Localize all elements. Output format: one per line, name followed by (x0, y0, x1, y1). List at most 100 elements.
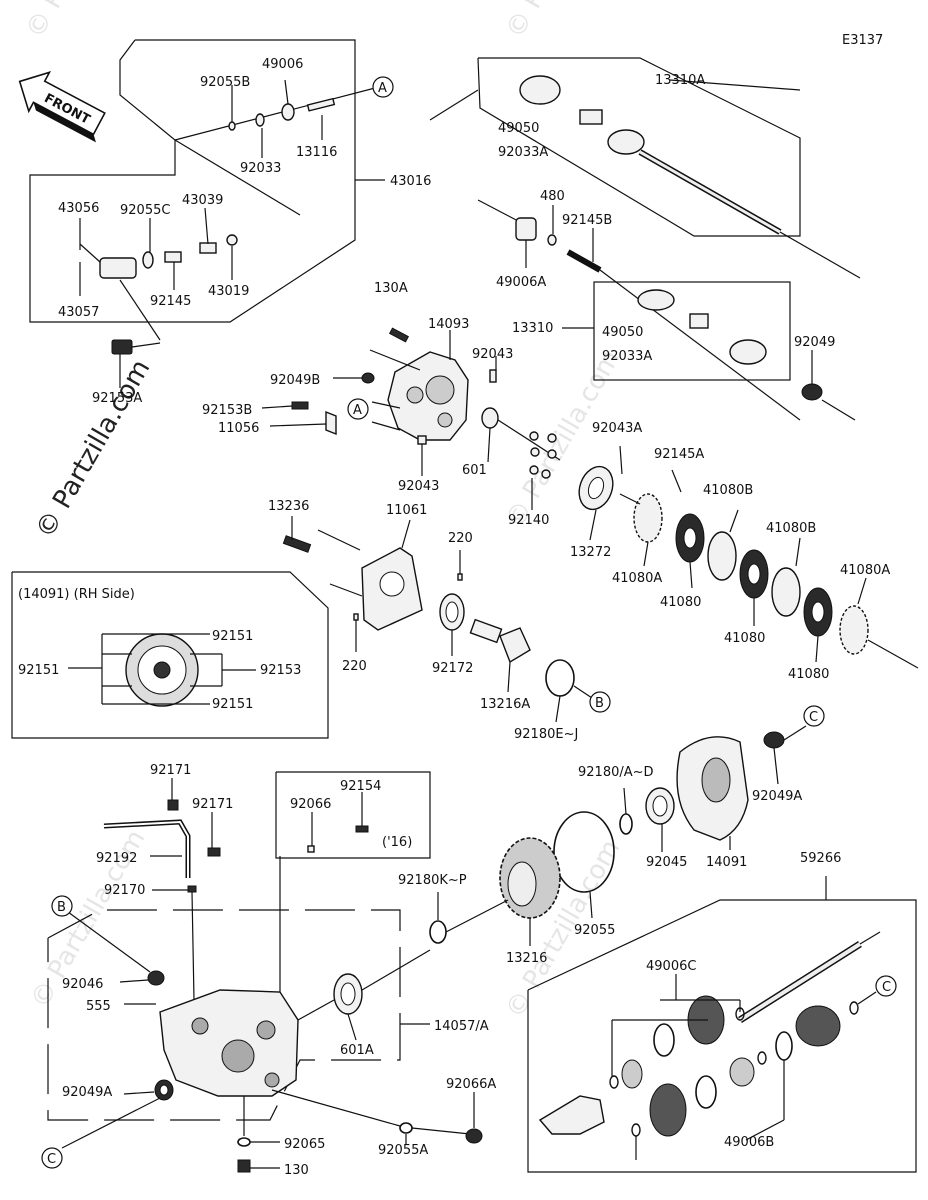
label-11061: 11061 (386, 503, 427, 518)
ref-circle-C-housing (41, 1147, 63, 1169)
label-92065: 92065 (284, 1137, 325, 1152)
label-13310A: 13310A (655, 73, 705, 88)
ring-gear-13216 (429, 837, 561, 946)
label-92033A-a: 92033A (498, 145, 548, 160)
label-92151-a: 92151 (212, 629, 253, 644)
label-13116: 13116 (296, 145, 337, 160)
label-92151-c: 92151 (212, 697, 253, 712)
label-92049A-2: 92049A (62, 1085, 112, 1100)
label-92045: 92045 (646, 855, 687, 870)
label-11056: 11056 (218, 421, 259, 436)
label-41080A-1: 41080A (612, 571, 662, 586)
ref-B-label: B (595, 696, 604, 711)
ref-circle-B (589, 691, 611, 713)
ref-circle-B-housing (51, 895, 73, 917)
label-92151-b: 92151 (18, 663, 59, 678)
ref-A-case-label: A (353, 403, 362, 418)
label-13272: 13272 (570, 545, 611, 560)
watermark-faint: © Partzilla.com (500, 345, 626, 534)
differential-housing-14057 (47, 909, 483, 1173)
label-14057-A: 14057/A (434, 1019, 489, 1034)
inset-title: (14091) (RH Side) (18, 587, 135, 602)
label-555: 555 (86, 999, 111, 1014)
label-601A: 601A (340, 1043, 374, 1058)
label-92043A: 92043A (592, 421, 642, 436)
label-92153: 92153 (260, 663, 301, 678)
label-92154: 92154 (340, 779, 381, 794)
label-601: 601 (462, 463, 487, 478)
label-41080-b: 41080 (724, 631, 765, 646)
label-92055C: 92055C (120, 203, 170, 218)
label-220-b: 220 (342, 659, 367, 674)
breather-hose-parts (103, 778, 221, 1001)
label-92153B: 92153B (202, 403, 252, 418)
watermark: © Partzilla.com (30, 355, 156, 544)
label-41080B-1: 41080B (703, 483, 753, 498)
propeller-shaft-13310A (429, 57, 861, 279)
label-92180A-D: 92180/A~D (578, 765, 654, 780)
label-92043-b: 92043 (398, 479, 439, 494)
label-49050-a: 49050 (498, 121, 539, 136)
label-92153A: 92153A (92, 391, 142, 406)
drive-shaft-59266 (527, 876, 917, 1173)
label-92171-b: 92171 (192, 797, 233, 812)
label-92043-a: 92043 (472, 347, 513, 362)
label-49006B: 49006B (724, 1135, 774, 1150)
label-13236: 13236 (268, 499, 309, 514)
diagram-code: E3137 (842, 33, 883, 48)
ref-B-housing-label: B (57, 900, 66, 915)
ref-C-housing-label: C (47, 1152, 56, 1167)
shaft-coupling-parts (477, 199, 801, 421)
label-130: 130 (284, 1163, 309, 1178)
label-13216A: 13216A (480, 697, 530, 712)
label-92066A: 92066A (446, 1077, 496, 1092)
pinion-gear-parts (439, 593, 593, 723)
cover-11061 (282, 516, 463, 652)
label-41080-c: 41080 (788, 667, 829, 682)
label-92049B: 92049B (270, 373, 320, 388)
upper-shaft-parts (174, 79, 376, 158)
label-92180K-P: 92180K~P (398, 873, 467, 888)
universal-joint-13310 (562, 281, 856, 421)
label-41080-a: 41080 (660, 595, 701, 610)
label-43039: 43039 (182, 193, 223, 208)
label-130A: 130A (374, 281, 408, 296)
label-13216: 13216 (506, 951, 547, 966)
label-92055B: 92055B (200, 75, 250, 90)
gear-case-14093 (261, 327, 561, 476)
inset-14091-rh-side (11, 571, 329, 739)
label-92049A-1: 92049A (752, 789, 802, 804)
year-note: ('16) (382, 835, 412, 850)
label-92192: 92192 (96, 851, 137, 866)
ref-C-top-label: C (809, 710, 818, 725)
label-43019: 43019 (208, 284, 249, 299)
ref-circle-C-top (803, 705, 825, 727)
label-480: 480 (540, 189, 565, 204)
label-49006A: 49006A (496, 275, 546, 290)
label-92145: 92145 (150, 294, 191, 309)
label-92055: 92055 (574, 923, 615, 938)
label-43057: 43057 (58, 305, 99, 320)
label-92171-a: 92171 (150, 763, 191, 778)
label-41080B-2: 41080B (766, 521, 816, 536)
label-92140: 92140 (508, 513, 549, 528)
label-92033A-b: 92033A (602, 349, 652, 364)
ref-circle-A-case (347, 398, 369, 420)
label-92180E-J: 92180E~J (514, 727, 578, 742)
label-14091: 14091 (706, 855, 747, 870)
group-43016-outline (29, 39, 385, 323)
clutch-pack (578, 445, 919, 669)
label-43056: 43056 (58, 201, 99, 216)
label-92170: 92170 (104, 883, 145, 898)
ref-circle-A (372, 76, 394, 98)
label-49006: 49006 (262, 57, 303, 72)
label-14093: 14093 (428, 317, 469, 332)
label-220-a: 220 (448, 531, 473, 546)
label-49006C: 49006C (646, 959, 696, 974)
label-13310: 13310 (512, 321, 553, 336)
label-92055A: 92055A (378, 1143, 428, 1158)
watermark-faint: © Partzilla.com (500, 0, 626, 44)
watermark-faint: © Partzilla.com (20, 0, 146, 44)
label-92172: 92172 (432, 661, 473, 676)
